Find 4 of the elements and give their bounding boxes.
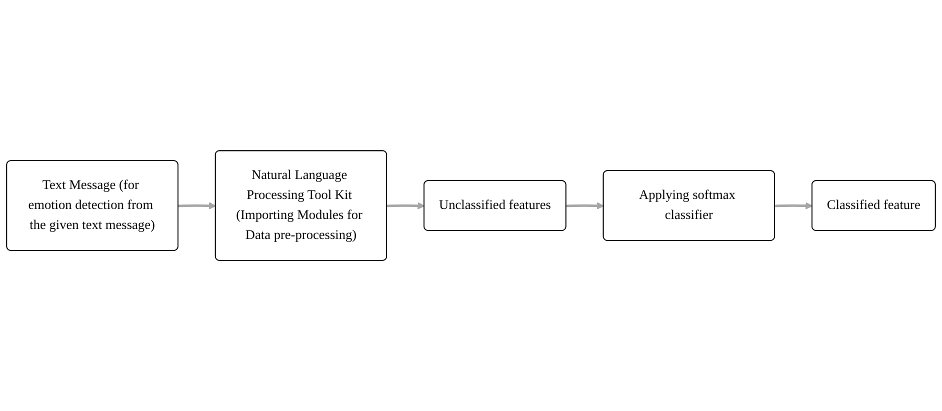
arrow xyxy=(387,202,425,210)
arrow xyxy=(178,202,216,210)
arrow xyxy=(566,202,604,210)
arrow xyxy=(774,202,813,210)
